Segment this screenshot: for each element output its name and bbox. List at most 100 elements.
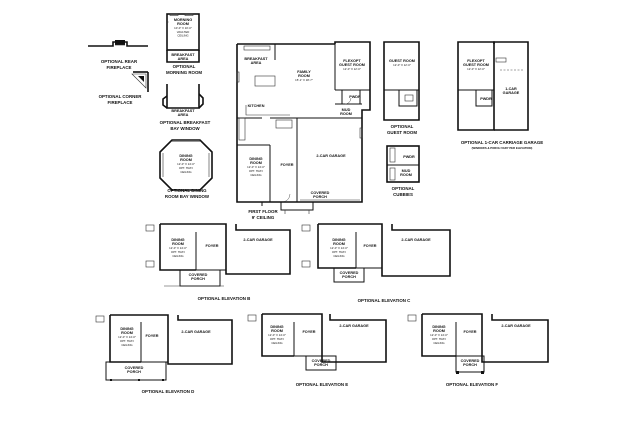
elev-d-dining-ceiling-2: CEILING bbox=[121, 343, 132, 347]
carriage-garage-name: 1-CAR bbox=[505, 87, 517, 91]
elev-b-foyer: FOYER bbox=[205, 244, 218, 248]
caption-rear-fireplace: OPTIONAL REAR bbox=[101, 59, 138, 64]
breakfast-bay-room: BREAKFAST bbox=[171, 109, 195, 113]
morning-room-option bbox=[166, 13, 200, 63]
morning-room-name: MORNING bbox=[174, 18, 192, 22]
dining-main-ceiling-2: CEILING bbox=[250, 173, 261, 177]
dining-bay-option bbox=[159, 139, 213, 191]
caption-corner-fireplace: OPTIONAL CORNER bbox=[99, 94, 143, 99]
elev-f-dining-2: ROOM bbox=[433, 329, 445, 333]
elev-b-dining-2: ROOM bbox=[172, 242, 184, 246]
elev-e-porch-2: PORCH bbox=[314, 363, 328, 367]
dining-bay-ceiling: OPT. TRAY bbox=[179, 166, 193, 170]
elev-d-dining: DINING bbox=[120, 327, 133, 331]
morning-room-dim: 10'-0" X 10'-0" bbox=[174, 26, 192, 30]
family-room-dim: 15'-1" X 18'-7" bbox=[295, 78, 313, 82]
caption-elevation-f: OPTIONAL ELEVATION F bbox=[446, 382, 499, 387]
elevation-d-plan bbox=[95, 314, 233, 381]
cubbies-mud-room-2: ROOM bbox=[400, 173, 412, 177]
caption-breakfast-bay: OPTIONAL BREAKFAST bbox=[160, 120, 211, 125]
elev-c-dining-dim: 12'-0" X 14'-0" bbox=[330, 246, 348, 250]
elev-e-dining-2: ROOM bbox=[271, 329, 283, 333]
elevation-c-plan bbox=[301, 223, 451, 283]
cubbies-mud-room: MUD bbox=[402, 169, 411, 173]
dining-main-name: DINING bbox=[249, 157, 262, 161]
first-floor-plan bbox=[236, 41, 371, 214]
elev-f-garage: 2-CAR GARAGE bbox=[501, 324, 531, 328]
carriage-garage-option bbox=[457, 41, 529, 131]
elevation-f-plan bbox=[407, 313, 549, 374]
elev-f-dining-ceiling: OPT. TRAY bbox=[432, 337, 446, 341]
mud-room-name: MUD bbox=[342, 108, 351, 112]
elev-f-porch-2: PORCH bbox=[463, 363, 477, 367]
foyer-name: FOYER bbox=[280, 163, 293, 167]
main-breakfast-name-2: AREA bbox=[251, 61, 262, 65]
elev-d-dining-ceiling: OPT. TRAY bbox=[120, 339, 134, 343]
family-room-name-2: ROOM bbox=[298, 74, 310, 78]
mud-room-name-2: ROOM bbox=[340, 112, 352, 116]
caption-cubbies: OPTIONAL bbox=[392, 186, 415, 191]
family-room-name: FAMILY bbox=[297, 70, 311, 74]
flexopt-guest-dim: 12'-0" X 12'-0" bbox=[343, 67, 361, 71]
main-breakfast-name: BREAKFAST bbox=[244, 57, 268, 61]
elev-d-dining-dim: 12'-0" X 14'-0" bbox=[118, 335, 136, 339]
elev-f-dining-ceiling-2: CEILING bbox=[433, 341, 444, 345]
caption-morning-room: OPTIONAL bbox=[173, 64, 196, 69]
breakfast-bay-room-2: AREA bbox=[178, 113, 189, 117]
elev-e-dining-ceiling-2: CEILING bbox=[271, 341, 282, 345]
elev-d-garage: 2-CAR GARAGE bbox=[181, 330, 211, 334]
rear-fireplace-option bbox=[88, 40, 148, 47]
elev-b-dining-ceiling-2: CEILING bbox=[172, 254, 183, 258]
morning-room-ceiling-2: CEILING bbox=[177, 34, 188, 38]
carriage-pwdr: PWDR bbox=[480, 97, 492, 101]
morning-room-ceiling: VAULTED bbox=[177, 30, 190, 34]
elev-b-porch: COVERED bbox=[189, 273, 208, 277]
elev-d-dining-2: ROOM bbox=[121, 331, 133, 335]
caption-elevation-d: OPTIONAL ELEVATION D bbox=[142, 389, 195, 394]
cubbies-pwdr: PWDR bbox=[403, 155, 415, 159]
dining-bay-ceiling-2: CEILING bbox=[180, 170, 191, 174]
elev-f-dining-dim: 12'-0" X 14'-0" bbox=[430, 333, 448, 337]
caption-carriage-garage: OPTIONAL 1-CAR CARRIAGE GARAGE bbox=[461, 140, 543, 145]
caption-first-floor-2: 9' CEILING bbox=[252, 215, 275, 220]
carriage-garage-name-2: GARAGE bbox=[503, 91, 520, 95]
dining-bay-dim: 12'-0" X 14'-0" bbox=[177, 162, 195, 166]
pwdr-name: PWDR bbox=[349, 95, 361, 99]
guest-room-option bbox=[383, 41, 420, 121]
caption-guest-room-2: GUEST ROOM bbox=[387, 130, 417, 135]
caption-rear-fireplace-2: FIREPLACE bbox=[107, 65, 132, 70]
corner-fireplace-option bbox=[131, 71, 149, 92]
caption-elevation-c: OPTIONAL ELEVATION C bbox=[358, 298, 412, 303]
carriage-flex-dim: 12'-0" X 12'-0" bbox=[467, 67, 485, 71]
elevation-b-plan bbox=[145, 223, 291, 287]
elev-c-porch-2: PORCH bbox=[342, 275, 356, 279]
elev-e-porch: COVERED bbox=[312, 359, 331, 363]
elev-c-dining-ceiling-2: CEILING bbox=[333, 254, 344, 258]
caption-dining-bay-2: ROOM BAY WINDOW bbox=[165, 194, 210, 199]
caption-dining-bay: OPTIONAL DINING bbox=[167, 188, 207, 193]
elevation-e-plan bbox=[247, 313, 387, 371]
dining-bay-name-2: ROOM bbox=[180, 158, 192, 162]
flexopt-guest-name-2: GUEST ROOM bbox=[339, 63, 365, 67]
elev-f-foyer: FOYER bbox=[463, 330, 476, 334]
guest-room-dim: 12'-0" X 12'-0" bbox=[393, 63, 411, 67]
elev-e-foyer: FOYER bbox=[302, 330, 315, 334]
cubbies-option bbox=[386, 145, 420, 183]
elev-d-porch: COVERED bbox=[125, 366, 144, 370]
garage-name: 2-CAR GARAGE bbox=[316, 154, 346, 158]
breakfast-area-name: BREAKFAST bbox=[171, 53, 195, 57]
elev-c-garage: 2-CAR GARAGE bbox=[401, 238, 431, 242]
caption-carriage-note: (WINDOWS & PORCH VARY PER ELEVATION) bbox=[472, 146, 533, 150]
flexopt-guest-name: FLEXOPT bbox=[343, 59, 361, 63]
caption-cubbies-2: CUBBIES bbox=[393, 192, 413, 197]
caption-guest-room: OPTIONAL bbox=[391, 124, 414, 129]
elev-e-dining-dim: 12'-0" X 14'-0" bbox=[268, 333, 286, 337]
elev-b-dining: DINING bbox=[171, 238, 184, 242]
elev-b-garage: 2-CAR GARAGE bbox=[243, 238, 273, 242]
caption-elevation-e: OPTIONAL ELEVATION E bbox=[296, 382, 349, 387]
elev-e-dining-ceiling: OPT. TRAY bbox=[270, 337, 284, 341]
elev-d-porch-2: PORCH bbox=[127, 370, 141, 374]
elev-f-porch: COVERED bbox=[461, 359, 480, 363]
elev-c-foyer: FOYER bbox=[363, 244, 376, 248]
